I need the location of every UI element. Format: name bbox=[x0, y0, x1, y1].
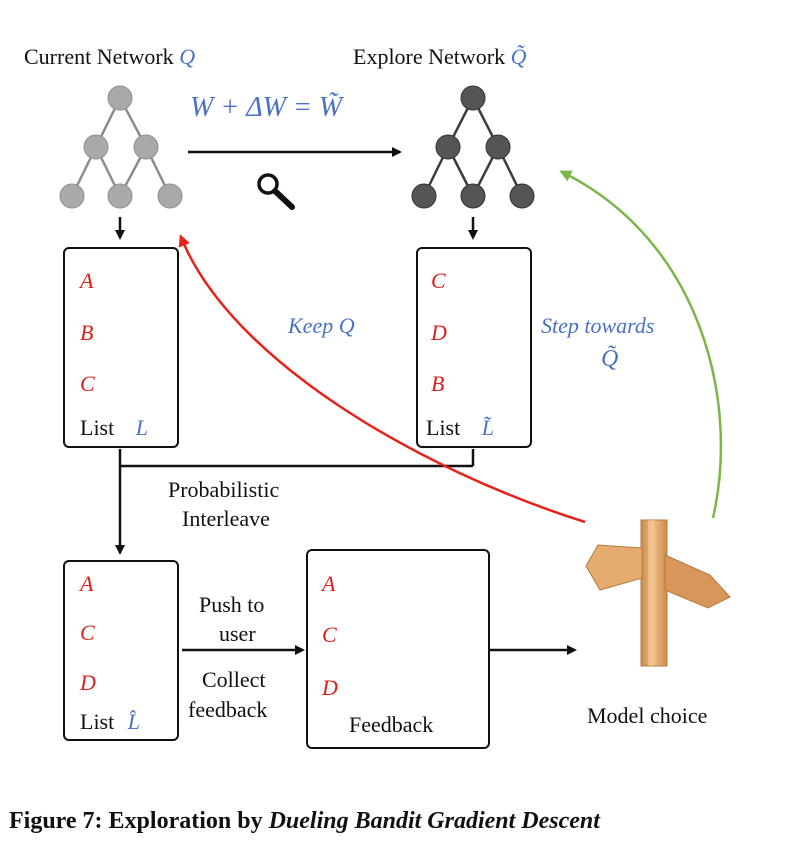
interleave-label-2: Interleave bbox=[182, 506, 270, 531]
list-interleaved-label: List L̂ bbox=[80, 709, 140, 734]
list-item: D bbox=[80, 670, 96, 695]
network-node bbox=[157, 183, 183, 209]
current-network-title: Current Network Q bbox=[24, 44, 196, 69]
network-node bbox=[133, 134, 159, 160]
push-label-2: user bbox=[219, 621, 256, 646]
keep-q-arrow bbox=[178, 234, 586, 524]
magnifier-icon bbox=[257, 173, 295, 210]
list-item: A bbox=[80, 268, 94, 293]
push-label-1: Push to bbox=[199, 592, 265, 617]
list-item: B bbox=[431, 371, 445, 396]
list-current-box bbox=[63, 247, 179, 448]
network-node bbox=[411, 183, 437, 209]
network-node bbox=[83, 134, 109, 160]
feedback-label: Feedback bbox=[349, 712, 434, 737]
step-towards-label: Step towards bbox=[541, 313, 655, 338]
list-explore-label: List L̃ bbox=[426, 415, 494, 440]
network-node bbox=[460, 85, 486, 111]
network-node bbox=[107, 85, 133, 111]
model-choice-label: Model choice bbox=[587, 703, 708, 728]
figure-caption: Figure 7: Exploration by Dueling Bandit … bbox=[9, 808, 600, 834]
feedback-item: D bbox=[322, 675, 338, 700]
list-interleaved-box bbox=[63, 560, 179, 741]
signpost-icon bbox=[585, 519, 731, 667]
keep-q-label: Keep Q bbox=[288, 313, 355, 338]
feedback-box bbox=[306, 549, 490, 749]
interleave-label-1: Probabilistic bbox=[168, 477, 280, 502]
network-node bbox=[509, 183, 535, 209]
step-towards-symbol: Q̃ bbox=[601, 346, 619, 372]
list-current-label: List L bbox=[80, 415, 148, 440]
network-node bbox=[435, 134, 461, 160]
feedback-item: C bbox=[322, 622, 337, 647]
network-node bbox=[460, 183, 486, 209]
list-item: C bbox=[80, 620, 95, 645]
current-network-graph bbox=[59, 85, 183, 209]
weight-update-equation: W + ΔW = W̃ bbox=[190, 92, 343, 123]
step-towards-arrow bbox=[559, 170, 723, 519]
explore-network-graph bbox=[411, 85, 535, 209]
explore-network-title: Explore Network Q̃ bbox=[353, 44, 527, 69]
list-item: D bbox=[431, 320, 447, 345]
network-node bbox=[107, 183, 133, 209]
feedback-item: A bbox=[322, 571, 336, 596]
network-node bbox=[485, 134, 511, 160]
interleave-connector bbox=[115, 449, 475, 555]
list-item: C bbox=[431, 268, 446, 293]
network-node bbox=[59, 183, 85, 209]
list-explore-box bbox=[416, 247, 532, 448]
collect-label-1: Collect bbox=[202, 667, 266, 692]
list-item: B bbox=[80, 320, 94, 345]
collect-label-2: feedback bbox=[188, 697, 268, 722]
list-item: A bbox=[80, 571, 94, 596]
list-item: C bbox=[80, 371, 95, 396]
